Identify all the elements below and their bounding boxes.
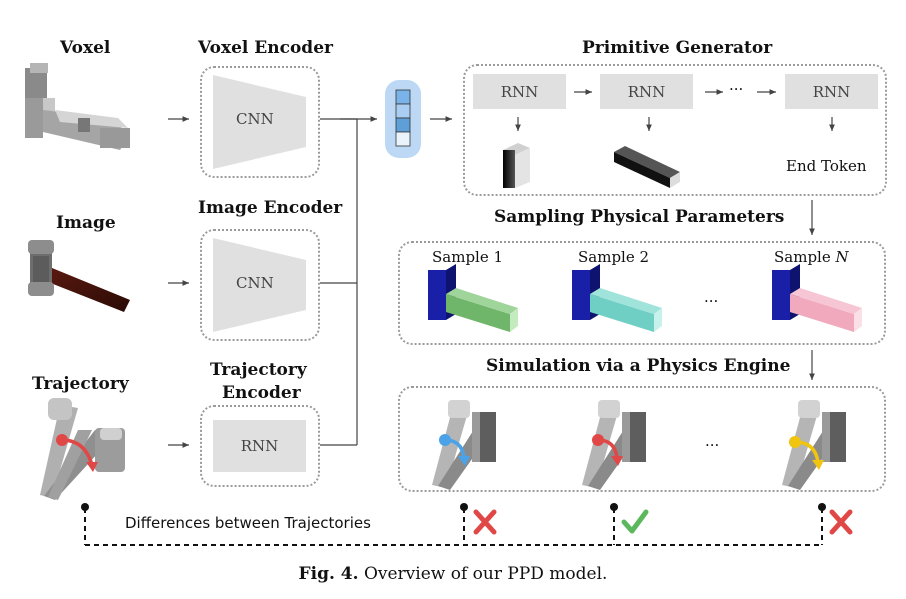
simulation-2-object-icon <box>582 400 646 490</box>
sample-n-object-icon <box>772 264 862 332</box>
image-encoder-net-label: CNN <box>236 274 274 292</box>
generator-rnn-3: RNN <box>785 74 878 109</box>
image-cnn-trapezoid <box>213 238 306 332</box>
trajectory-object-icon <box>40 398 125 500</box>
check-mark-icon <box>621 509 649 534</box>
simulation-box <box>398 386 886 492</box>
voxel-object-icon <box>25 63 130 150</box>
sampling-box <box>398 241 886 345</box>
sampling-title: Sampling Physical Parameters <box>494 207 785 227</box>
figure-caption: Fig. 4. Overview of our PPD model. <box>298 564 608 584</box>
cross-mark-icon <box>829 509 853 535</box>
trajectory-input-label: Trajectory <box>32 374 129 394</box>
primitive-generator-box <box>463 64 887 196</box>
simulation-ellipsis: ... <box>705 432 720 450</box>
primitive-generator-title: Primitive Generator <box>582 38 773 58</box>
simulation-title: Simulation via a Physics Engine <box>486 356 791 376</box>
trajectory-encoder-rnn: RNN <box>213 420 306 472</box>
generator-rnn-1: RNN <box>473 74 566 109</box>
voxel-cnn-trapezoid <box>213 75 306 169</box>
trajectory-encoder-box <box>200 405 320 487</box>
latent-code-icon <box>385 80 421 158</box>
trajectory-encoder-title-line2: Encoder <box>222 383 301 403</box>
primitive-block-icon <box>503 143 530 188</box>
sample-2-object-icon <box>572 264 662 332</box>
voxel-encoder-box <box>200 66 320 178</box>
simulation-n-object-icon <box>782 400 846 490</box>
trajectory-difference-connector <box>81 503 826 546</box>
trajectory-encoder-title-line1: Trajectory <box>210 360 307 380</box>
voxel-encoder-title: Voxel Encoder <box>198 38 333 58</box>
sample-1-object-icon <box>428 264 518 332</box>
sample-1-label: Sample 1 <box>432 248 504 266</box>
end-token-label: End Token <box>786 157 867 175</box>
hammer-image-icon <box>28 240 130 312</box>
simulation-1-object-icon <box>432 400 496 490</box>
sampling-ellipsis: ... <box>704 288 719 306</box>
voxel-input-label: Voxel <box>60 38 111 58</box>
generator-rnn-2: RNN <box>600 74 693 109</box>
image-encoder-box <box>200 229 320 341</box>
sample-2-label: Sample 2 <box>578 248 650 266</box>
differences-label: Differences between Trajectories <box>125 514 371 532</box>
image-encoder-title: Image Encoder <box>198 198 343 218</box>
image-input-label: Image <box>56 213 116 233</box>
cross-mark-icon <box>473 509 497 535</box>
voxel-encoder-net-label: CNN <box>236 110 274 128</box>
generator-ellipsis: ··· <box>729 80 744 98</box>
primitive-bar-icon <box>614 146 680 188</box>
sample-n-label: Sample N <box>774 248 849 266</box>
